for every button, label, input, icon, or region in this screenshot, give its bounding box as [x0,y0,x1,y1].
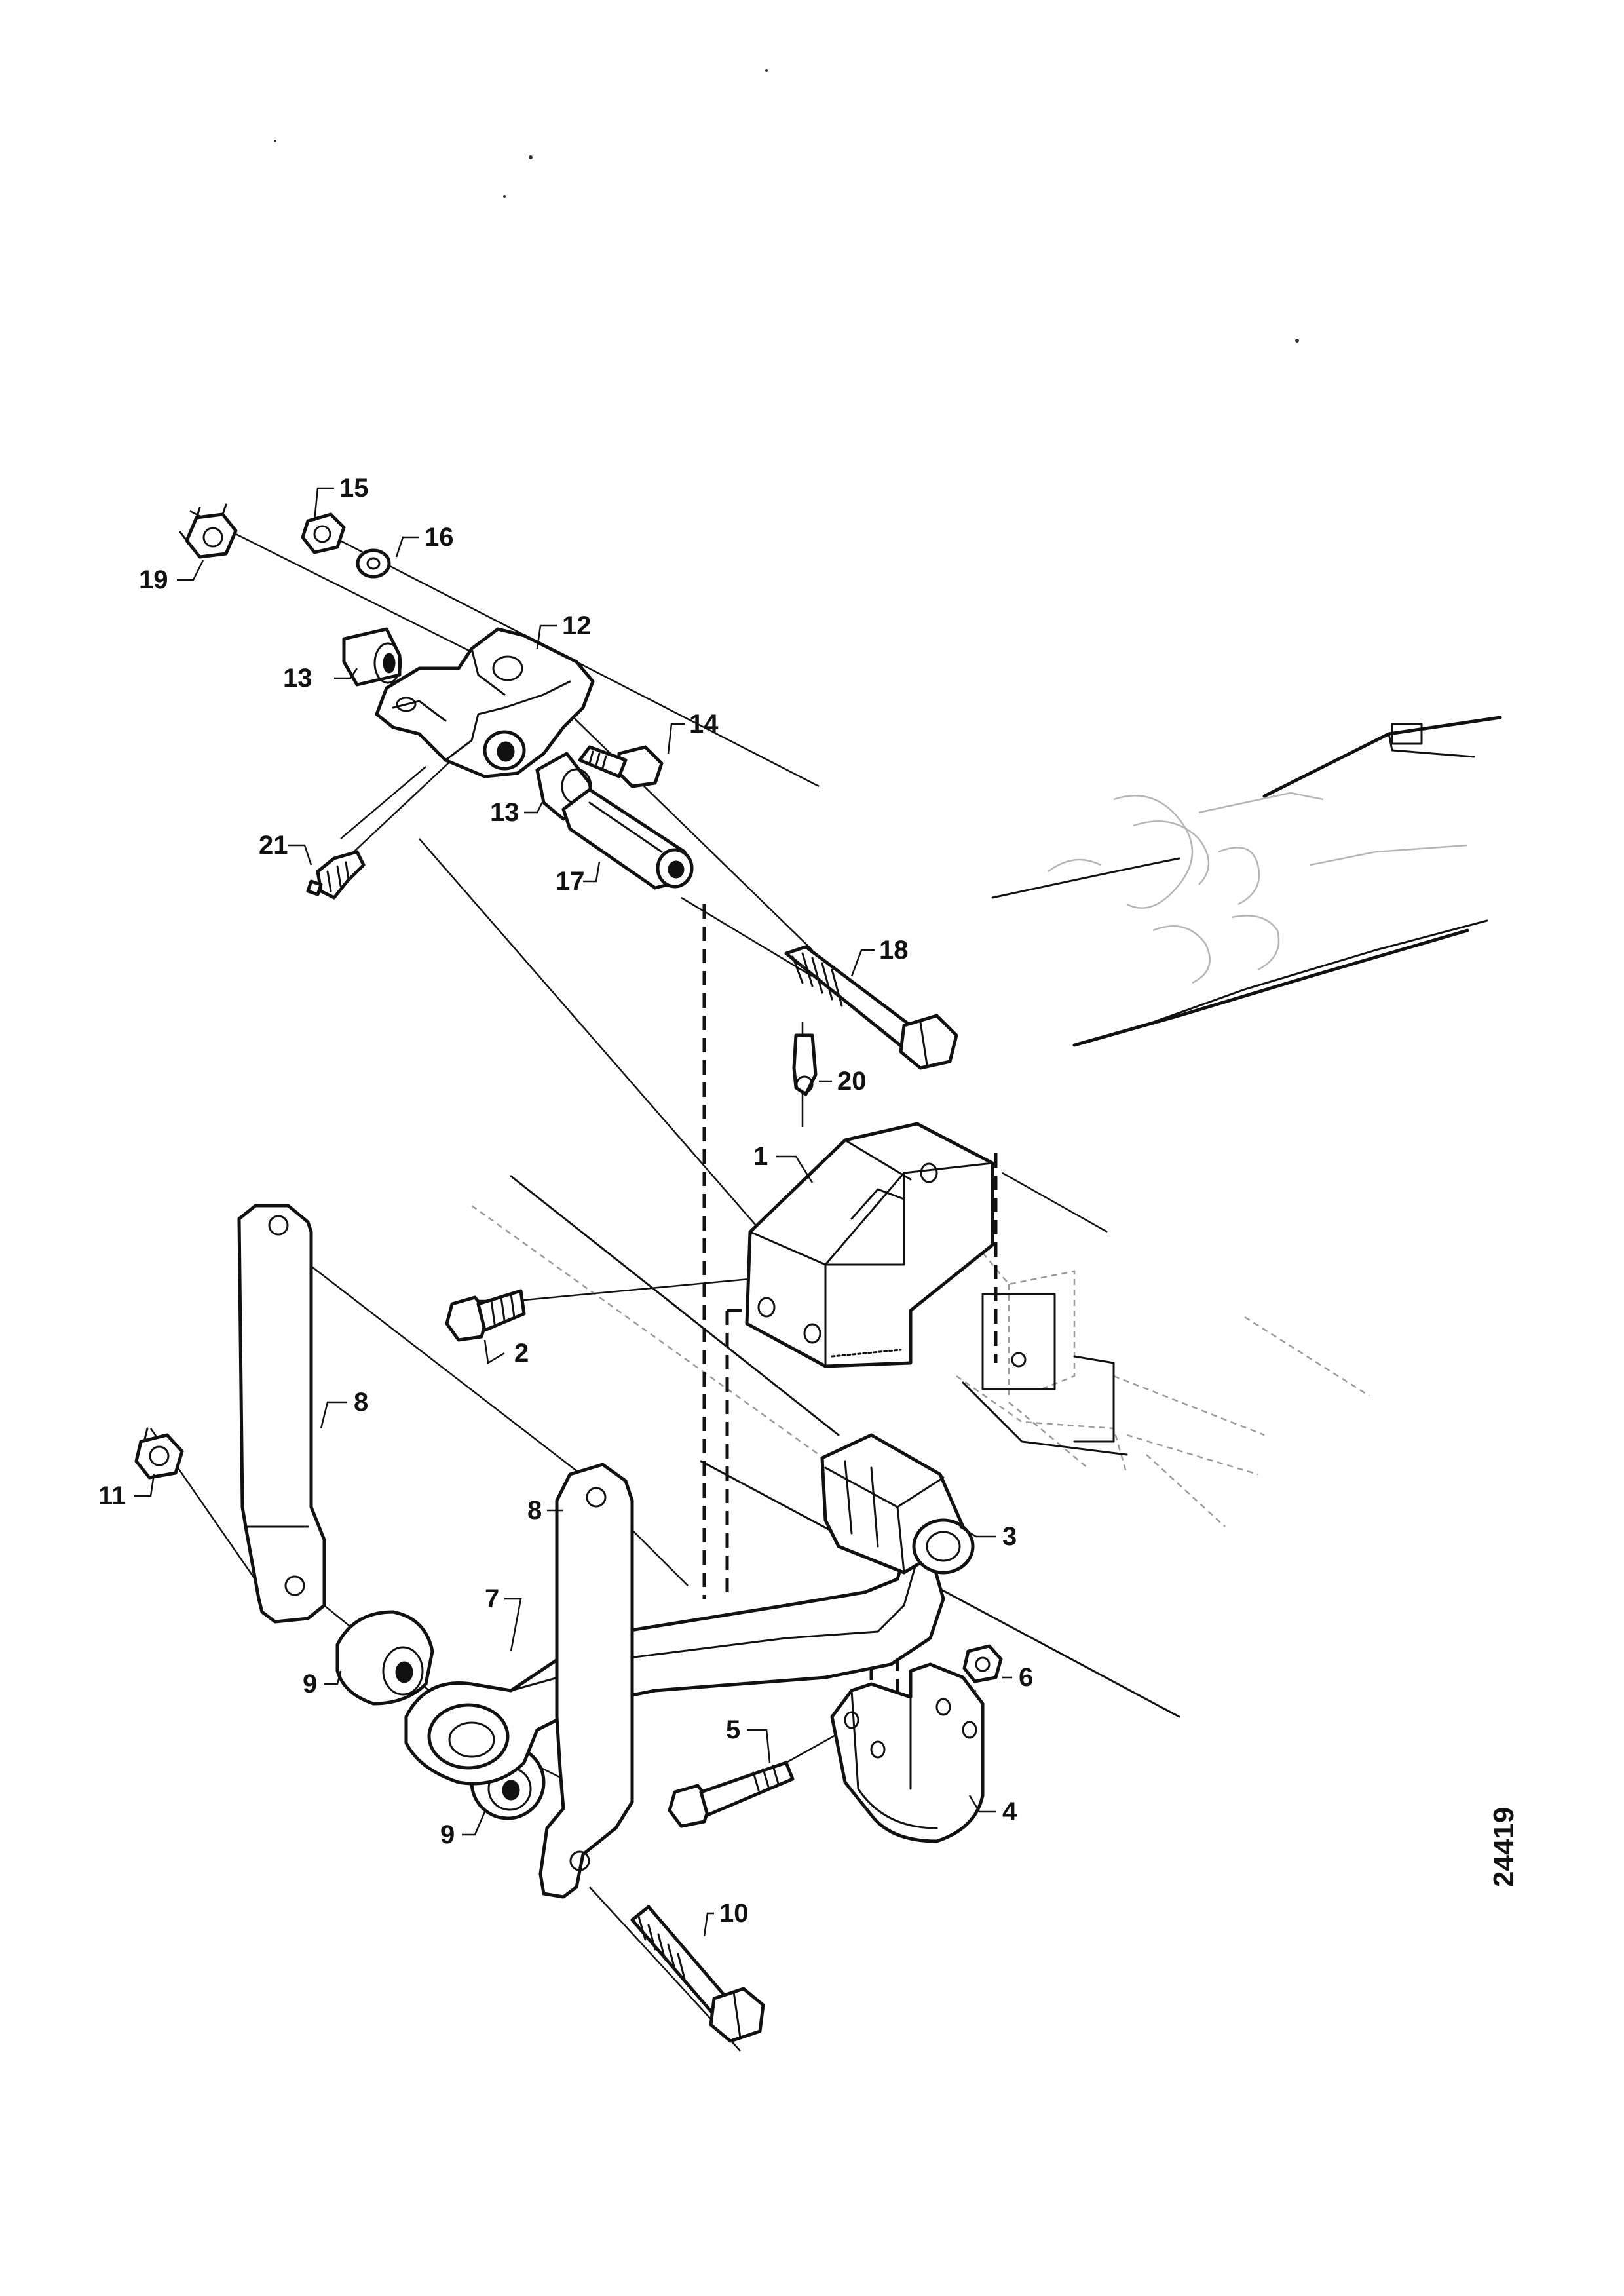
sleeve-17 [561,788,694,890]
bolt-18 [784,945,958,1070]
washer-16 [356,548,391,579]
vehicle-frame-background [991,716,1502,1047]
bush-13-upper [342,627,402,687]
callout-16: 16 [425,523,454,552]
nut-15 [301,512,346,554]
clamp-bracket-4 [830,1662,985,1843]
drawing-reference-number: 24419 [1488,1807,1520,1887]
callout-9a: 9 [303,1670,317,1698]
callout-4: 4 [1002,1797,1017,1826]
callout-labels: 1 2 3 4 5 6 7 8 8 9 9 10 11 12 13 13 14 … [98,474,1033,1928]
rubber-bush-9-upper [335,1610,434,1706]
callout-18: 18 [879,936,909,965]
callout-10: 10 [719,1899,749,1928]
frame-bracket-ghost [956,1244,1370,1527]
callout-14: 14 [689,710,719,738]
callout-15: 15 [339,474,369,503]
callout-21: 21 [259,831,288,860]
callout-19: 19 [139,565,168,594]
lever-bracket-12 [375,627,595,778]
link-8-right [538,1463,634,1899]
callout-7: 7 [485,1584,499,1613]
callout-2: 2 [514,1339,529,1368]
callout-5: 5 [726,1715,740,1744]
rubber-bush-3 [820,1433,975,1575]
grease-nipple-21 [306,850,366,900]
split-pin-20 [792,1033,818,1096]
callout-17: 17 [556,867,585,896]
bolt-5 [668,1761,795,1828]
castle-nut-19 [179,503,238,559]
callout-12: 12 [562,611,592,640]
scan-specks [274,69,1299,343]
bolt-14 [578,745,664,788]
callout-9b: 9 [440,1820,455,1849]
callout-13b: 13 [490,798,519,827]
callout-20: 20 [837,1067,867,1096]
callout-11: 11 [98,1482,126,1510]
callout-13a: 13 [283,664,312,693]
callout-8b: 8 [527,1496,542,1525]
callout-6: 6 [1019,1663,1033,1692]
bolt-10 [630,1905,765,2043]
callout-1: 1 [753,1142,768,1171]
bracket-1 [745,1122,994,1368]
nut-11 [134,1427,184,1480]
nut-6 [962,1644,1003,1683]
callout-3: 3 [1002,1522,1017,1551]
callout-leaders [134,487,1012,1937]
callout-8a: 8 [354,1388,368,1417]
link-8-left [237,1204,326,1624]
bolt-2 [445,1289,526,1342]
